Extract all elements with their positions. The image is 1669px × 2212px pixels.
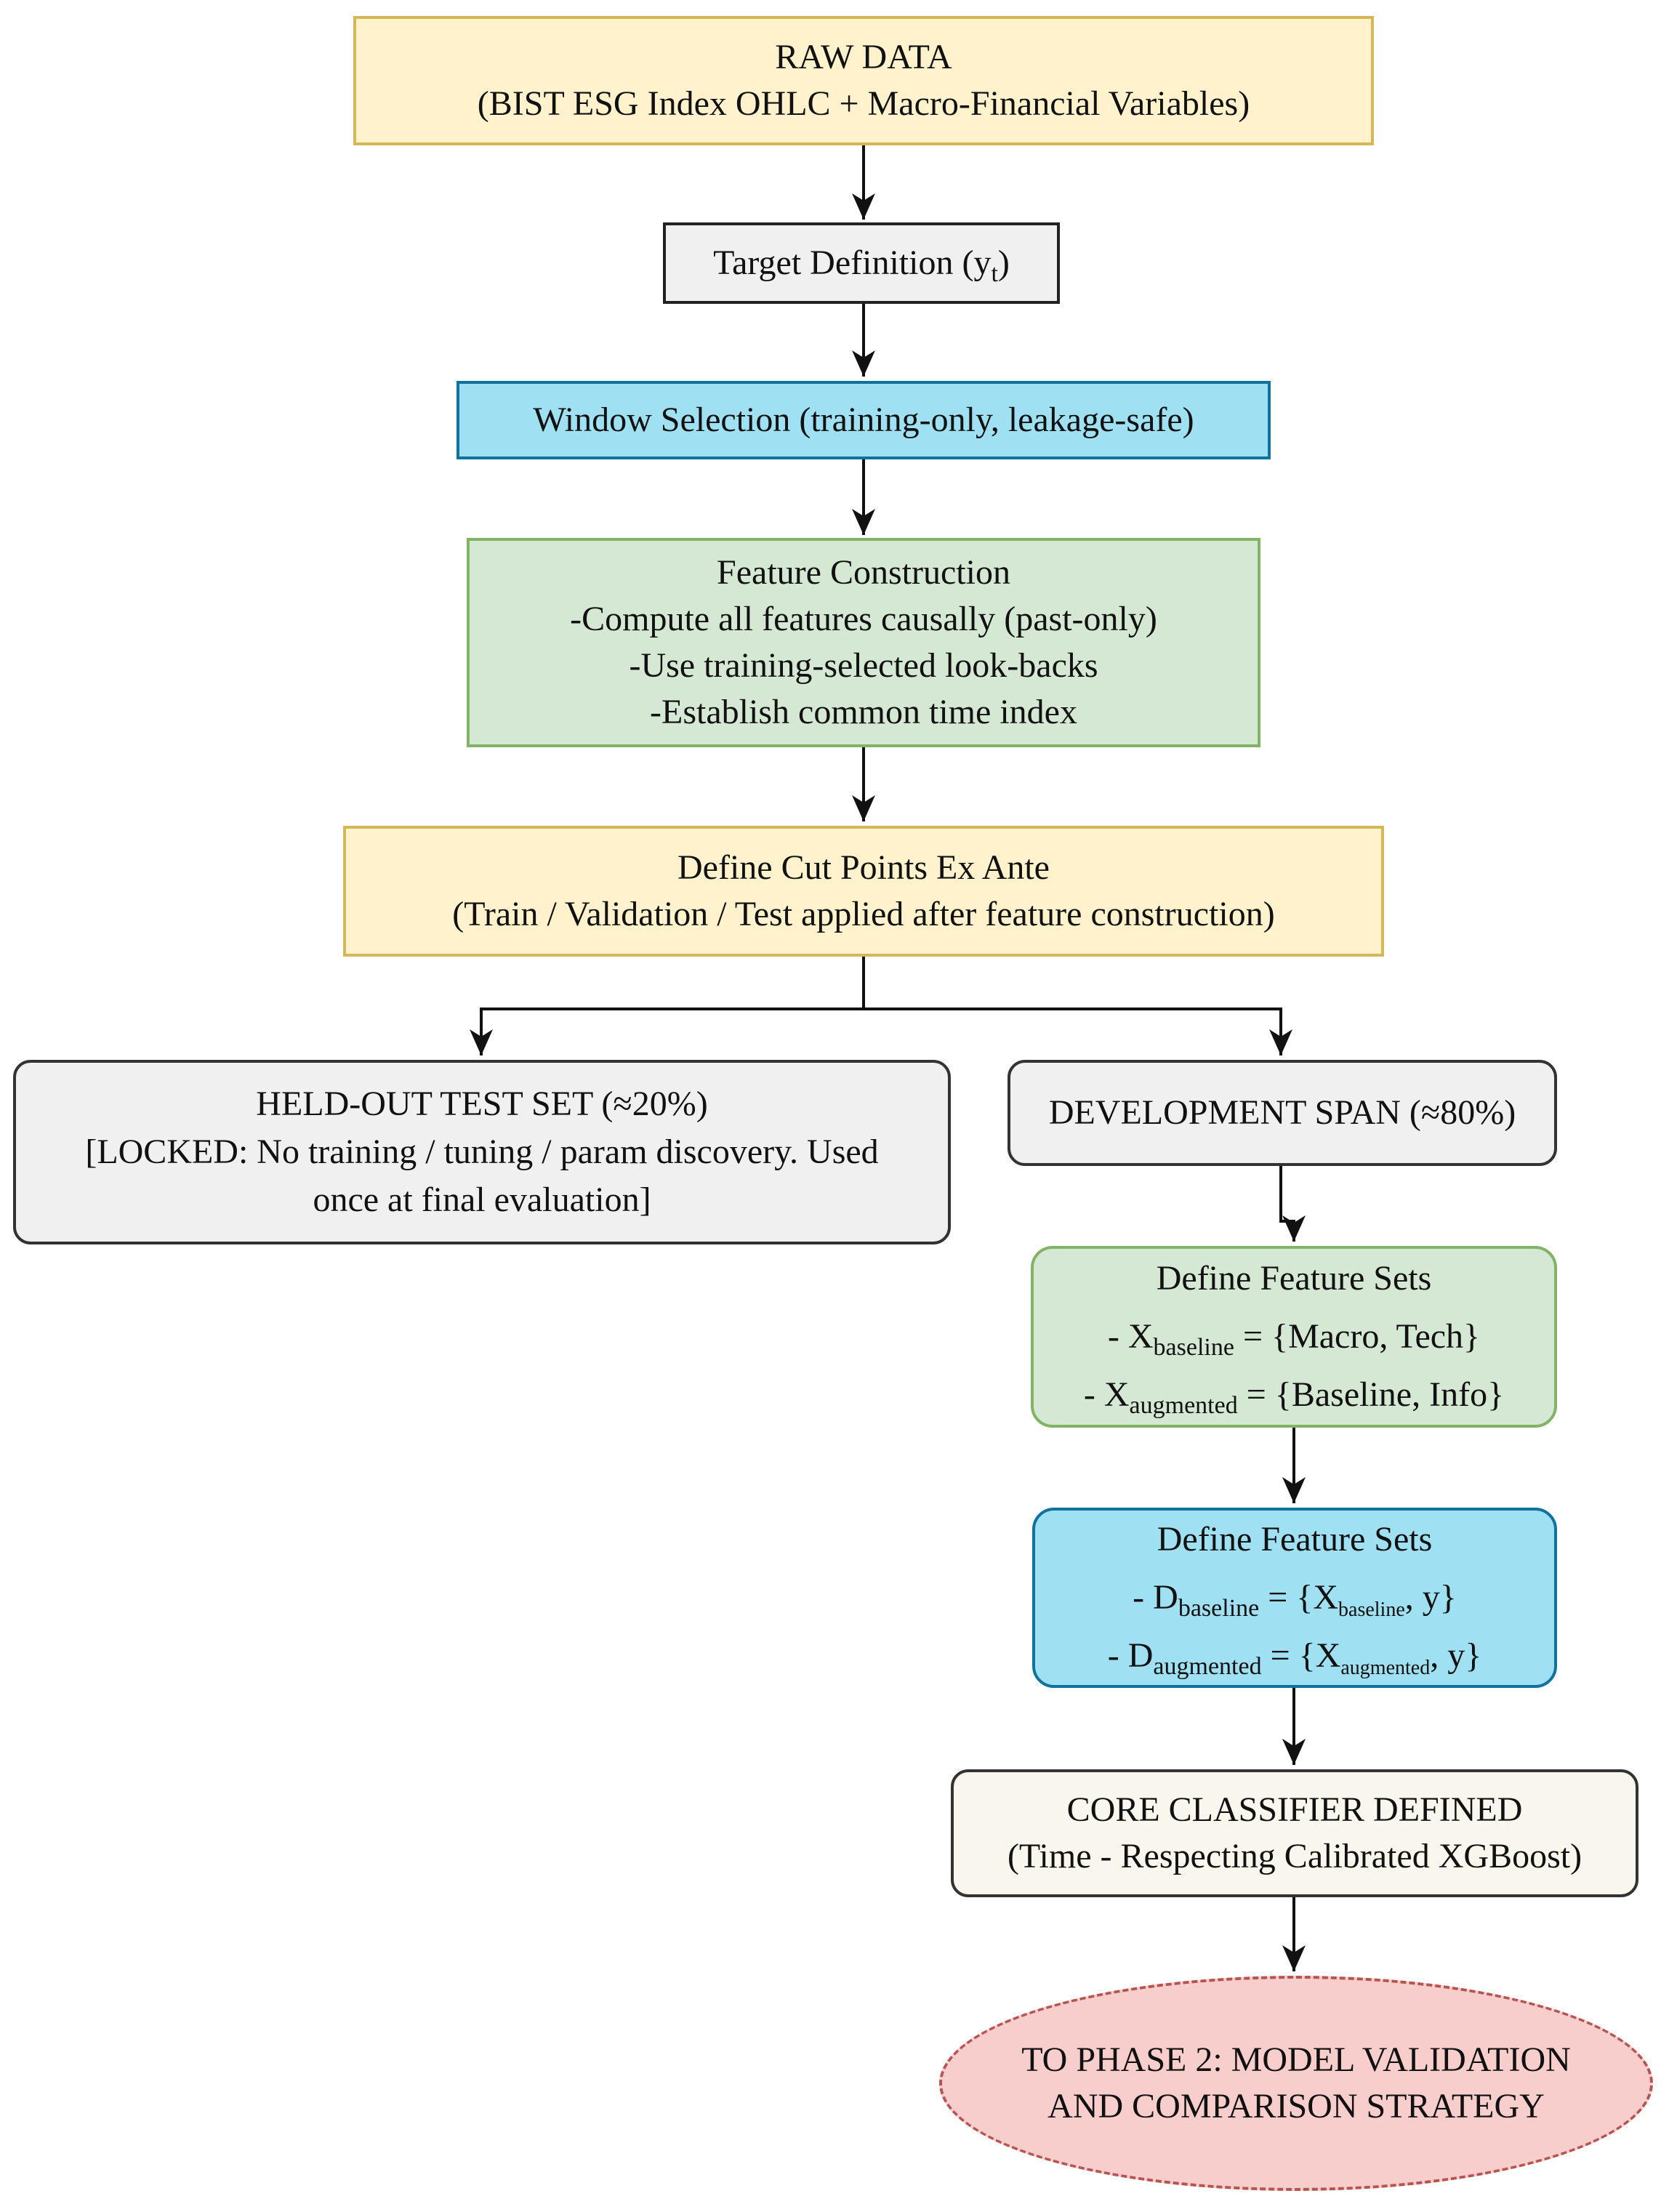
phase-2-label-continued: AND COMPARISON STRATEGY xyxy=(1047,2087,1545,2125)
held-out-description-continued: once at final evaluation] xyxy=(313,1181,651,1219)
window-selection-label: Window Selection (training-only, leakage… xyxy=(533,401,1194,439)
dataset-augmented-mid: = {X xyxy=(1261,1636,1341,1675)
target-subscript: t xyxy=(991,260,998,287)
dataset-baseline: - Dbaseline = {Xbaseline, y} xyxy=(1133,1569,1457,1627)
arrow-cutpoints-to-development xyxy=(864,1008,1292,1055)
dataset-augmented-rest: , y} xyxy=(1430,1636,1482,1675)
feature-set-baseline: - Xbaseline = {Macro, Tech} xyxy=(1108,1308,1480,1366)
target-definition-node: Target Definition (yt) xyxy=(663,222,1060,304)
datasets-title: Define Feature Sets xyxy=(1157,1520,1433,1559)
arrow-cutpoints-to-heldout xyxy=(470,957,865,1055)
feature-set-baseline-value: = {Macro, Tech} xyxy=(1234,1317,1481,1356)
feature-construction-item: -Use training-selected look-backs xyxy=(629,646,1098,685)
feature-construction-title: Feature Construction xyxy=(717,553,1010,592)
dataset-baseline-prefix: - D xyxy=(1133,1578,1178,1617)
feature-construction-item: -Establish common time index xyxy=(650,693,1077,731)
core-classifier-title: CORE CLASSIFIER DEFINED xyxy=(1066,1790,1523,1829)
phase-2-terminal-node: TO PHASE 2: MODEL VALIDATION AND COMPARI… xyxy=(939,1976,1653,2191)
dataset-baseline-rest: , y} xyxy=(1404,1578,1457,1617)
feature-set-baseline-prefix: - X xyxy=(1107,1317,1154,1356)
target-definition-text: Target Definition (y xyxy=(713,244,992,282)
feature-set-augmented-subscript: augmented xyxy=(1129,1392,1238,1419)
feature-sets-node: Define Feature Sets - Xbaseline = {Macro… xyxy=(1031,1246,1557,1428)
dataset-augmented-inner-subscript: augmented xyxy=(1340,1657,1431,1679)
raw-data-subtitle: (BIST ESG Index OHLC + Macro-Financial V… xyxy=(477,84,1250,123)
target-definition-label: Target Definition (yt) xyxy=(713,240,1010,286)
feature-construction-item: -Compute all features causally (past-onl… xyxy=(570,600,1157,638)
phase-2-label: TO PHASE 2: MODEL VALIDATION xyxy=(1021,2040,1571,2079)
cut-points-node: Define Cut Points Ex Ante (Train / Valid… xyxy=(343,826,1384,957)
held-out-description: [LOCKED: No training / tuning / param di… xyxy=(85,1133,879,1171)
datasets-node: Define Feature Sets - Dbaseline = {Xbase… xyxy=(1032,1508,1557,1688)
feature-set-augmented-prefix: - X xyxy=(1083,1375,1130,1414)
dataset-baseline-subscript: baseline xyxy=(1178,1595,1260,1622)
core-classifier-node: CORE CLASSIFIER DEFINED (Time - Respecti… xyxy=(951,1769,1638,1897)
feature-set-augmented: - Xaugmented = {Baseline, Info} xyxy=(1084,1366,1504,1424)
dataset-baseline-mid: = {X xyxy=(1259,1578,1339,1617)
feature-set-baseline-subscript: baseline xyxy=(1153,1334,1234,1361)
cut-points-title: Define Cut Points Ex Ante xyxy=(677,848,1050,887)
feature-set-augmented-value: = {Baseline, Info} xyxy=(1237,1375,1505,1414)
raw-data-node: RAW DATA (BIST ESG Index OHLC + Macro-Fi… xyxy=(353,16,1374,145)
arrow-development-to-featuresets xyxy=(1279,1166,1306,1242)
target-close-paren: ) xyxy=(997,244,1010,282)
dataset-augmented: - Daugmented = {Xaugmented, y} xyxy=(1108,1627,1482,1685)
window-selection-node: Window Selection (training-only, leakage… xyxy=(457,381,1271,459)
held-out-test-set-node: HELD-OUT TEST SET (≈20%) [LOCKED: No tra… xyxy=(13,1060,951,1244)
held-out-title: HELD-OUT TEST SET (≈20%) xyxy=(256,1085,708,1123)
raw-data-title: RAW DATA xyxy=(775,38,952,76)
development-span-label: DEVELOPMENT SPAN (≈80%) xyxy=(1048,1093,1516,1132)
dataset-augmented-subscript: augmented xyxy=(1153,1653,1262,1680)
dataset-augmented-prefix: - D xyxy=(1107,1636,1154,1675)
dataset-baseline-inner-subscript: baseline xyxy=(1338,1598,1405,1621)
feature-sets-title: Define Feature Sets xyxy=(1156,1259,1432,1298)
development-span-node: DEVELOPMENT SPAN (≈80%) xyxy=(1008,1060,1557,1166)
cut-points-subtitle: (Train / Validation / Test applied after… xyxy=(452,895,1275,933)
core-classifier-subtitle: (Time - Respecting Calibrated XGBoost) xyxy=(1007,1837,1582,1875)
feature-construction-node: Feature Construction -Compute all featur… xyxy=(467,538,1260,747)
